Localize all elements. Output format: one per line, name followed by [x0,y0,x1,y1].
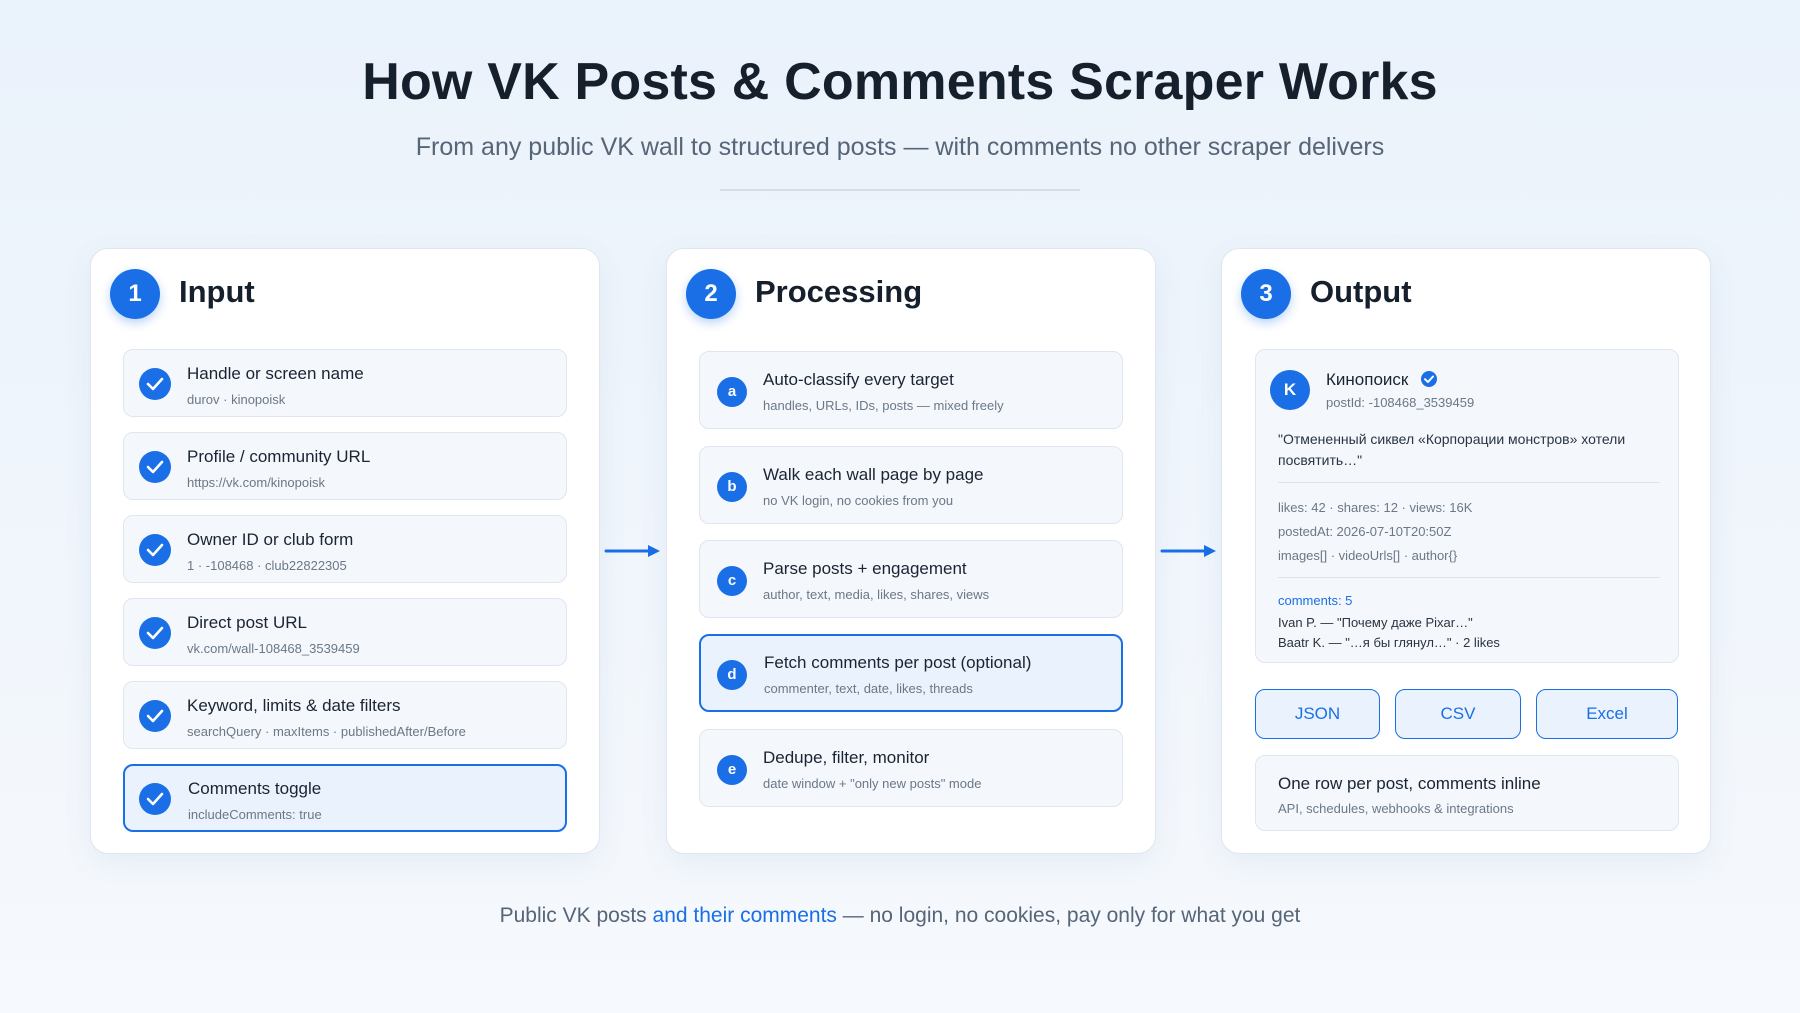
format-json-button[interactable]: JSON [1255,689,1380,739]
processing-item-title: Dedupe, filter, monitor [763,748,930,767]
processing-item-parse: c Parse posts + engagement author, text,… [699,540,1123,618]
footer-highlight: and their comments [652,904,837,927]
check-icon [139,783,171,815]
step-number-3: 3 [1241,269,1291,319]
processing-item-sub: date window + "only new posts" mode [763,776,982,791]
verified-icon [1421,371,1437,387]
processing-item-sub: author, text, media, likes, shares, view… [763,587,990,602]
post-date: postedAt: 2026-07-10T20:50Z [1278,524,1452,539]
step-letter-badge: b [717,472,747,502]
format-csv-button[interactable]: CSV [1395,689,1521,739]
output-panel-title: Output [1310,274,1412,309]
footer-text: — no login, no cookies, pay only for wha… [836,904,1301,927]
input-item-sub: durov · kinopoisk [187,392,286,407]
check-icon [139,534,171,566]
processing-item-title: Auto-classify every target [763,370,954,389]
input-item-title: Keyword, limits & date filters [187,696,401,715]
input-item-profile-url: Profile / community URL https://vk.com/k… [123,432,567,500]
input-item-comments-toggle: Comments toggle includeComments: true [123,764,567,832]
input-item-filters: Keyword, limits & date filters searchQue… [123,681,567,749]
input-item-sub: searchQuery · maxItems · publishedAfter/… [187,724,466,739]
input-item-owner-id: Owner ID or club form 1 · -108468 · club… [123,515,567,583]
processing-item-sub: commenter, text, date, likes, threads [764,681,973,696]
processing-item-title: Walk each wall page by page [763,465,984,484]
input-panel: 1 Input Handle or screen name durov · ki… [90,248,600,854]
input-item-sub: 1 · -108468 · club22822305 [187,558,347,573]
input-item-title: Handle or screen name [187,364,364,383]
format-excel-button[interactable]: Excel [1536,689,1678,739]
arrow-right-icon [604,545,660,557]
check-icon [139,451,171,483]
page-title: How VK Posts & Comments Scraper Works [362,53,1438,111]
page-subtitle: From any public VK wall to structured po… [415,133,1385,161]
input-item-title: Direct post URL [187,613,307,632]
post-stats: likes: 42 · shares: 12 · views: 16K [1278,500,1473,515]
processing-item-title: Fetch comments per post (optional) [764,653,1032,672]
header-divider [720,189,1080,191]
processing-panel: 2 Processing a Auto-classify every targe… [666,248,1156,854]
footer-text: Public VK posts [499,904,653,927]
processing-item-title: Parse posts + engagement [763,559,967,578]
input-item-handle: Handle or screen name durov · kinopoisk [123,349,567,417]
comment-line: Baatr K. — "…я бы глянул…" · 2 likes [1278,635,1500,650]
input-item-sub: vk.com/wall-108468_3539459 [187,641,360,656]
processing-item-sub: handles, URLs, IDs, posts — mixed freely [763,398,1004,413]
step-number-1: 1 [110,269,160,319]
comments-count: comments: 5 [1278,593,1353,608]
check-icon [139,700,171,732]
post-text: "Отмененный сиквел «Корпорации монстров»… [1278,431,1626,468]
step-number-2: 2 [686,269,736,319]
input-panel-title: Input [179,274,255,309]
processing-panel-title: Processing [755,274,923,309]
processing-item-sub: no VK login, no cookies from you [763,493,954,508]
processing-item-walk: b Walk each wall page by page no VK logi… [699,446,1123,524]
footer-tagline: Public VK posts and their comments — no … [0,904,1800,928]
processing-item-classify: a Auto-classify every target handles, UR… [699,351,1123,429]
step-letter-badge: c [717,566,747,596]
divider [1278,482,1660,483]
output-summary-title: One row per post, comments inline [1278,774,1541,793]
output-summary-card: One row per post, comments inline API, s… [1255,755,1679,831]
processing-item-dedupe: e Dedupe, filter, monitor date window + … [699,729,1123,807]
avatar: K [1270,370,1310,410]
input-item-sub: includeComments: true [188,807,322,822]
post-fields: images[] · videoUrls[] · author{} [1278,548,1458,563]
processing-item-comments: d Fetch comments per post (optional) com… [699,634,1123,712]
step-letter-badge: a [717,377,747,407]
check-icon [139,617,171,649]
post-preview-card: K Кинопоиск postId: -108468_3539459 "Отм… [1255,349,1679,663]
input-item-post-url: Direct post URL vk.com/wall-108468_35394… [123,598,567,666]
output-summary-sub: API, schedules, webhooks & integrations [1278,801,1514,816]
post-author: Кинопоиск [1326,370,1409,389]
post-id: postId: -108468_3539459 [1326,395,1475,410]
divider [1278,577,1660,578]
step-letter-badge: e [717,755,747,785]
arrow-right-icon [1160,545,1216,557]
input-item-title: Profile / community URL [187,447,371,466]
input-item-sub: https://vk.com/kinopoisk [187,475,325,490]
check-icon [139,368,171,400]
input-item-title: Comments toggle [188,779,322,798]
output-panel: 3 Output K Кинопоиск postId: -108468_353… [1221,248,1711,854]
input-item-title: Owner ID or club form [187,530,354,549]
comment-line: Ivan P. — "Почему даже Pixar…" [1278,615,1473,630]
step-letter-badge: d [717,660,747,690]
